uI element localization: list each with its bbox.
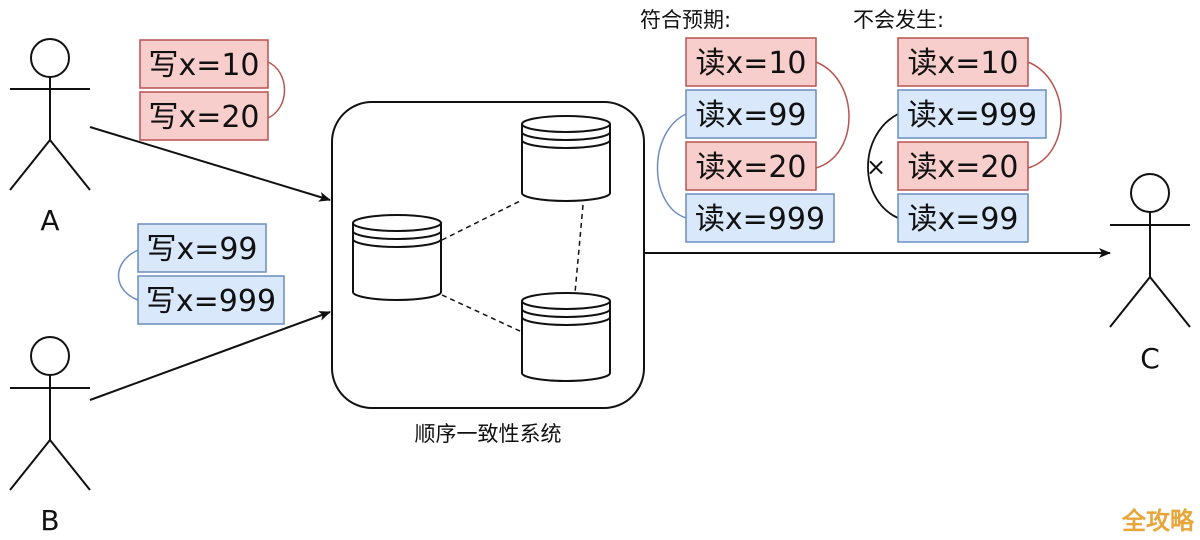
read-text: 读x=99 xyxy=(907,202,1018,237)
expected-red-link xyxy=(815,61,850,169)
write-b-box-2: 写x=999 xyxy=(137,275,285,325)
not-happen-read-4: 读x=99 xyxy=(897,193,1029,243)
read-text: 读x=10 xyxy=(695,46,806,81)
actor-c-label: C xyxy=(1140,342,1160,375)
write-a-box-1: 写x=10 xyxy=(139,39,269,89)
read-text: 读x=10 xyxy=(907,46,1018,81)
not-happen-red-link xyxy=(1027,61,1062,169)
expected-blue-link xyxy=(656,113,687,219)
actor-a-label: A xyxy=(40,204,59,237)
read-text: 读x=99 xyxy=(695,98,806,133)
actor-a xyxy=(9,38,91,191)
actor-c xyxy=(1109,173,1191,328)
expected-read-3: 读x=20 xyxy=(685,141,817,191)
expected-read-1: 读x=10 xyxy=(685,37,817,87)
database-icon xyxy=(521,292,611,382)
not-happen-read-1: 读x=10 xyxy=(897,37,1029,87)
database-icon xyxy=(521,115,611,202)
not-happen-black-link xyxy=(867,113,899,219)
read-text: 读x=20 xyxy=(695,150,806,185)
write-b-text: 写x=99 xyxy=(146,232,257,267)
cross-mark: × xyxy=(866,153,886,181)
write-b-text: 写x=999 xyxy=(146,284,276,319)
database-icon xyxy=(352,214,442,301)
actor-b-label: B xyxy=(40,504,59,537)
writes-b-link xyxy=(117,249,139,301)
not-happen-read-3: 读x=20 xyxy=(897,141,1029,191)
db-connections xyxy=(441,199,584,333)
arrow-a-to-system xyxy=(89,126,331,202)
read-text: 读x=20 xyxy=(907,150,1018,185)
write-b-box-1: 写x=99 xyxy=(137,223,267,273)
actor-b xyxy=(9,336,91,491)
writes-a-link xyxy=(267,61,286,119)
expected-read-2: 读x=99 xyxy=(685,89,817,139)
read-text: 读x=999 xyxy=(695,202,825,237)
expected-read-4: 读x=999 xyxy=(685,193,835,243)
write-a-text: 写x=20 xyxy=(148,100,259,135)
write-a-box-2: 写x=20 xyxy=(139,91,269,141)
read-text: 读x=999 xyxy=(907,98,1037,133)
expected-title: 符合预期: xyxy=(640,8,731,32)
write-a-text: 写x=10 xyxy=(148,48,259,83)
arrow-b-to-system xyxy=(89,311,331,401)
system-label: 顺序一致性系统 xyxy=(415,422,562,446)
not-happen-title: 不会发生: xyxy=(853,8,944,32)
not-happen-read-2: 读x=999 xyxy=(897,89,1047,139)
watermark: 全攻略 xyxy=(1122,507,1194,535)
